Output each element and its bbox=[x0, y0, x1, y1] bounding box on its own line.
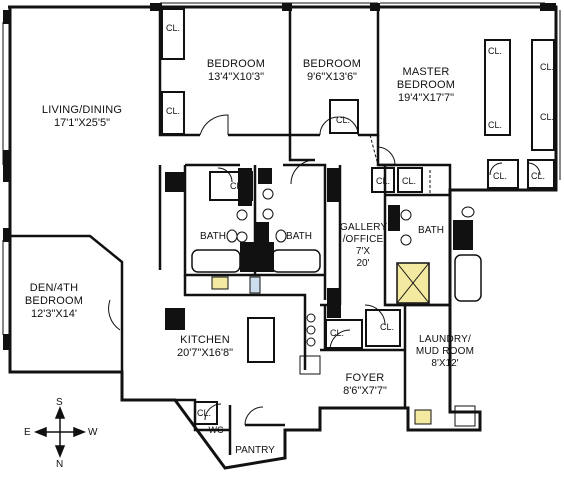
laundry-label: LAUNDRY/ MUD ROOM 8'X12' bbox=[408, 334, 482, 370]
foyer-label: FOYER 8'6"X7'7" bbox=[328, 372, 402, 398]
den-dimensions: 12'3"X14' bbox=[30, 308, 78, 320]
pantry-label: PANTRY bbox=[230, 444, 280, 457]
closet-label: CL. bbox=[330, 328, 345, 338]
bedroom-1-dimensions: 13'4"X10'3" bbox=[207, 71, 265, 83]
closet-label: CL. bbox=[488, 46, 503, 56]
laundry-name-line1: LAUNDRY/ bbox=[419, 334, 471, 345]
closet-label: CL. bbox=[336, 115, 351, 125]
bedroom-2-name: BEDROOM bbox=[302, 58, 362, 70]
compass-east: E bbox=[24, 427, 31, 438]
closet-label: CL. bbox=[540, 62, 555, 72]
compass-west: W bbox=[88, 427, 98, 438]
bath-1-name: BATH bbox=[200, 231, 226, 242]
gallery-name-line2: /OFFICE bbox=[342, 234, 384, 245]
pantry-name: PANTRY bbox=[235, 445, 275, 456]
foyer-name: FOYER bbox=[345, 372, 385, 384]
compass-rose bbox=[33, 405, 87, 459]
gallery-dimensions-line2: 20' bbox=[356, 258, 370, 269]
closet-label: CL. bbox=[380, 322, 395, 332]
closet-label: CL. bbox=[166, 23, 181, 33]
master-bedroom-dimensions: 19'4"X17'7" bbox=[397, 92, 455, 104]
closet-label: CL. bbox=[493, 171, 508, 181]
exterior-wall bbox=[8, 5, 558, 470]
closet-label: CL. bbox=[540, 112, 555, 122]
master-bedroom-name-line2: BEDROOM bbox=[396, 79, 456, 91]
living-dining-label: LIVING/DINING 17'1"X25'5" bbox=[36, 104, 128, 130]
den-name-line1: DEN/4TH bbox=[29, 282, 79, 294]
kitchen-name: KITCHEN bbox=[180, 334, 230, 346]
wc-label: WC bbox=[206, 424, 226, 437]
laundry-dimensions: 8'X12' bbox=[431, 358, 459, 369]
bath-3-name: BATH bbox=[418, 225, 444, 236]
bath-3-label: BATH bbox=[414, 224, 448, 237]
foyer-dimensions: 8'6"X7'7" bbox=[343, 385, 387, 397]
kitchen-dimensions: 20'7"X16'8" bbox=[176, 347, 234, 359]
closet-label: CL. bbox=[488, 120, 503, 130]
closet-label: CL. bbox=[402, 176, 417, 186]
compass-north: N bbox=[56, 459, 64, 470]
bath-2-label: BATH bbox=[282, 230, 316, 243]
closet-label: CL. bbox=[166, 106, 181, 116]
gallery-name-line1: GALLERY bbox=[340, 222, 388, 233]
bedroom-1-name: BEDROOM bbox=[206, 58, 266, 70]
closet-label: CL. bbox=[197, 408, 212, 418]
closet-label: CL. bbox=[376, 176, 391, 186]
wc-name: WC bbox=[208, 425, 224, 435]
living-dining-dimensions: 17'1"X25'5" bbox=[53, 117, 111, 129]
den-label: DEN/4TH BEDROOM 12'3"X14' bbox=[14, 282, 94, 321]
gallery-office-label: GALLERY /OFFICE 7'X 20' bbox=[340, 222, 388, 270]
kitchen-label: KITCHEN 20'7"X16'8" bbox=[162, 334, 248, 360]
bath-1-label: BATH bbox=[196, 230, 230, 243]
closet-label: CL. bbox=[531, 171, 546, 181]
bath-2-name: BATH bbox=[286, 231, 312, 242]
bedroom-2-label: BEDROOM 9'6"X13'6" bbox=[296, 58, 368, 84]
compass-south: S bbox=[56, 397, 63, 408]
living-dining-name: LIVING/DINING bbox=[41, 104, 123, 116]
master-bedroom-label: MASTER BEDROOM 19'4"X17'7" bbox=[386, 66, 466, 105]
laundry-name-line2: MUD ROOM bbox=[415, 346, 475, 357]
bedroom-1-label: BEDROOM 13'4"X10'3" bbox=[196, 58, 276, 84]
gallery-dimensions-line1: 7'X bbox=[355, 246, 371, 257]
den-name-line2: BEDROOM bbox=[24, 295, 84, 307]
master-bedroom-name-line1: MASTER bbox=[402, 66, 450, 78]
closet-label: CL. bbox=[230, 181, 245, 191]
bedroom-2-dimensions: 9'6"X13'6" bbox=[307, 71, 357, 83]
